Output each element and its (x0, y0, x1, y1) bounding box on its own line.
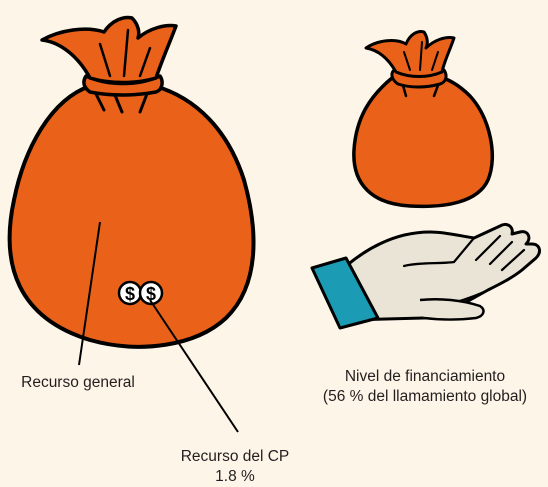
large-bag-body (7, 84, 256, 349)
large-bag-flap-creases (98, 28, 152, 78)
funding-level-share: (56 % del llamamiento global) (322, 388, 528, 405)
open-hand-icon (310, 222, 541, 330)
leader-line-general (78, 221, 101, 366)
coin-glyph-right: $ (146, 284, 156, 304)
leader-line-cp (149, 299, 239, 433)
coin-glyph-left: $ (125, 284, 135, 304)
cp-resource-name: Recurso del CP (180, 448, 290, 465)
hand-finger-lines (402, 234, 526, 308)
funding-level-title: Nivel de financiamiento (344, 368, 506, 385)
label-cp-resource: Recurso del CP 1.8 % (160, 447, 310, 487)
large-money-bag-icon (7, 15, 256, 349)
dollar-coin-right (138, 280, 164, 306)
small-bag-body (352, 74, 495, 209)
general-resource-text: Recurso general (21, 374, 135, 391)
label-funding-level: Nivel de financiamiento (56 % del llamam… (306, 367, 544, 407)
label-general-resource: Recurso general (10, 373, 146, 393)
small-bag-top-flaps (364, 30, 456, 78)
cp-resource-percentage: 1.8 % (215, 468, 255, 485)
hand-thumb (419, 298, 485, 321)
small-bag-flap-creases (403, 41, 439, 71)
small-money-bag-icon (352, 30, 495, 209)
dollar-coins-icon: $ $ (117, 280, 164, 306)
hand-cuff (310, 256, 380, 330)
